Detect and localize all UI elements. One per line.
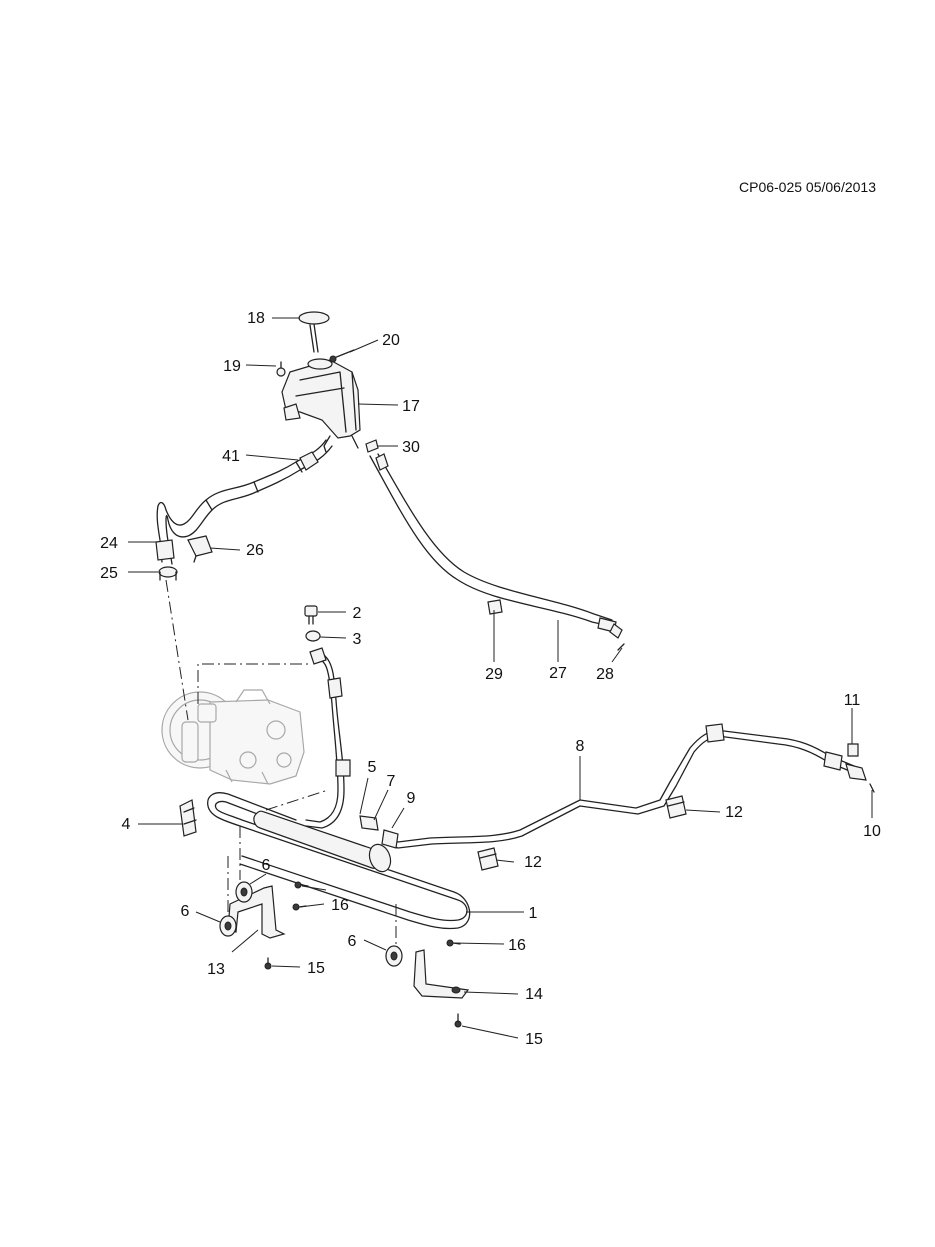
power-steering-pump-icon (161, 689, 305, 785)
suction-hose-icon (155, 439, 333, 565)
clip-11-icon (847, 743, 859, 757)
callout-15-upper: 15 (307, 960, 325, 977)
banjo-bolt-icon (304, 605, 318, 625)
clamp-30-icon (365, 439, 379, 453)
clamp-25-icon (158, 566, 178, 581)
bolt-15-lower-icon (454, 1013, 462, 1028)
callout-16-upper: 16 (331, 897, 349, 914)
bracket-26-icon (187, 535, 213, 563)
callout-6-lower: 6 (348, 933, 357, 950)
callout-2: 2 (353, 605, 362, 622)
bushing-6-upper-icon (235, 881, 253, 903)
callout-11: 11 (844, 692, 861, 709)
callout-3: 3 (353, 631, 362, 648)
bushing-6-lower-icon (385, 945, 403, 967)
assembly-line-hose-pump (165, 579, 189, 721)
clip-10-icon (869, 783, 875, 793)
callout-6-left: 6 (181, 903, 190, 920)
washer-icon (305, 630, 321, 642)
clip-28-icon (617, 643, 625, 651)
leader-lines (128, 317, 873, 1039)
callout-4: 4 (122, 816, 131, 833)
bushing-6-left-icon (219, 915, 237, 937)
callout-29: 29 (485, 666, 503, 683)
clamp-12-lower-icon (477, 847, 499, 871)
callout-1: 1 (529, 905, 538, 922)
bracket-14-icon (413, 949, 470, 999)
callout-9: 9 (407, 790, 416, 807)
callout-10: 10 (863, 823, 881, 840)
assembly-line-pump-fitting (197, 663, 312, 704)
bolt-15-upper-icon (264, 957, 272, 970)
pressure-hose-icon (305, 647, 351, 829)
clamp-12-upper-icon (665, 795, 687, 819)
callout-25: 25 (100, 565, 118, 582)
bolt-16-upper-icon (294, 881, 309, 889)
cooler-tube-icon (207, 792, 471, 930)
callout-14: 14 (525, 986, 543, 1003)
reservoir-cap-icon (298, 311, 330, 353)
bolt-16-mid-icon (292, 903, 307, 911)
callout-12-upper: 12 (725, 804, 743, 821)
pressure-line-icon (359, 723, 867, 849)
fluid-reservoir-icon (281, 358, 361, 453)
callout-18: 18 (247, 310, 265, 327)
callout-20: 20 (382, 332, 400, 349)
callout-28: 28 (596, 666, 614, 683)
bracket-4-icon (179, 799, 197, 837)
callout-8: 8 (576, 738, 585, 755)
assembly-line-hose-cooler (265, 789, 329, 811)
callout-5: 5 (368, 759, 377, 776)
clip-19-icon (276, 361, 286, 377)
callout-12-lower: 12 (524, 854, 542, 871)
return-line-icon (369, 453, 623, 639)
callout-41: 41 (222, 448, 240, 465)
clip-29-icon (487, 599, 503, 615)
callout-17: 17 (402, 398, 420, 415)
drawing-reference: CP06-025 05/06/2013 (739, 179, 876, 195)
callout-13: 13 (207, 961, 225, 978)
callout-6-upper: 6 (262, 857, 271, 874)
callout-15-lower: 15 (525, 1031, 543, 1048)
callout-19: 19 (223, 358, 241, 375)
callout-16-lower: 16 (508, 937, 526, 954)
callout-26: 26 (246, 542, 264, 559)
callout-24: 24 (100, 535, 118, 552)
callout-7: 7 (387, 773, 396, 790)
callout-27: 27 (549, 665, 567, 682)
callout-30: 30 (402, 439, 420, 456)
